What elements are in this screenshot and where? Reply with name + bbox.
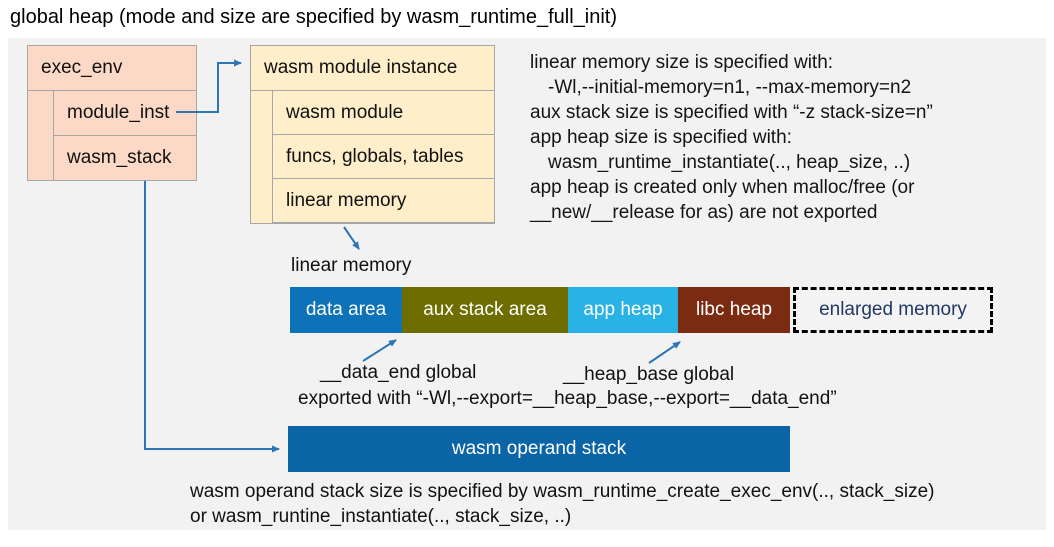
note-line: -Wl,--initial-memory=n1, --max-memory=n2	[548, 77, 912, 98]
note-line: linear memory size is specified with:	[530, 52, 834, 73]
exported-with-note: exported with “-Wl,--export=__heap_base,…	[298, 388, 837, 409]
exec-env-row-module-inst: module_inst	[53, 90, 197, 136]
exec-env-header: exec_env	[28, 46, 196, 91]
instance-row-funcs-globals-tables: funcs, globals, tables	[272, 134, 495, 179]
exec-env-box: exec_env module_inst wasm_stack	[27, 45, 197, 181]
note-line: wasm operand stack size is specified by …	[190, 481, 935, 502]
wasm-module-instance-header: wasm module instance	[251, 46, 494, 91]
segment-aux-stack-area: aux stack area	[402, 287, 568, 333]
segment-data-area: data area	[290, 287, 402, 333]
heap-base-global-label: __heap_base global	[563, 364, 735, 385]
data-end-global-label: __data_end global	[320, 362, 477, 383]
segment-enlarged-memory: enlarged memory	[793, 287, 993, 333]
wasm-module-instance-box: wasm module instance wasm module funcs, …	[250, 45, 495, 224]
segment-app-heap: app heap	[568, 287, 678, 333]
linear-memory-bar: data area aux stack area app heap libc h…	[290, 287, 790, 333]
note-line: wasm_runtime_instantiate(.., heap_size, …	[548, 152, 911, 173]
instance-row-linear-memory: linear memory	[272, 178, 495, 223]
note-line: app heap is created only when malloc/fre…	[530, 177, 915, 198]
instance-row-wasm-module: wasm module	[272, 90, 495, 135]
note-line: or wasm_runtine_instantiate(.., stack_si…	[190, 506, 572, 527]
linear-memory-label: linear memory	[291, 255, 412, 276]
note-line: app heap size is specified with:	[530, 127, 792, 148]
memory-size-notes: linear memory size is specified with: -W…	[530, 50, 933, 225]
operand-stack-notes: wasm operand stack size is specified by …	[190, 479, 935, 529]
segment-libc-heap: libc heap	[678, 287, 790, 333]
wasm-operand-stack-box: wasm operand stack	[288, 426, 790, 472]
note-line: aux stack size is specified with “-z sta…	[530, 102, 933, 123]
wasm-operand-stack-label: wasm operand stack	[451, 438, 627, 459]
exec-env-row-wasm-stack: wasm_stack	[53, 135, 197, 181]
note-line: __new/__release for as) are not exported	[530, 202, 878, 223]
page-title: global heap (mode and size are specified…	[10, 6, 617, 28]
